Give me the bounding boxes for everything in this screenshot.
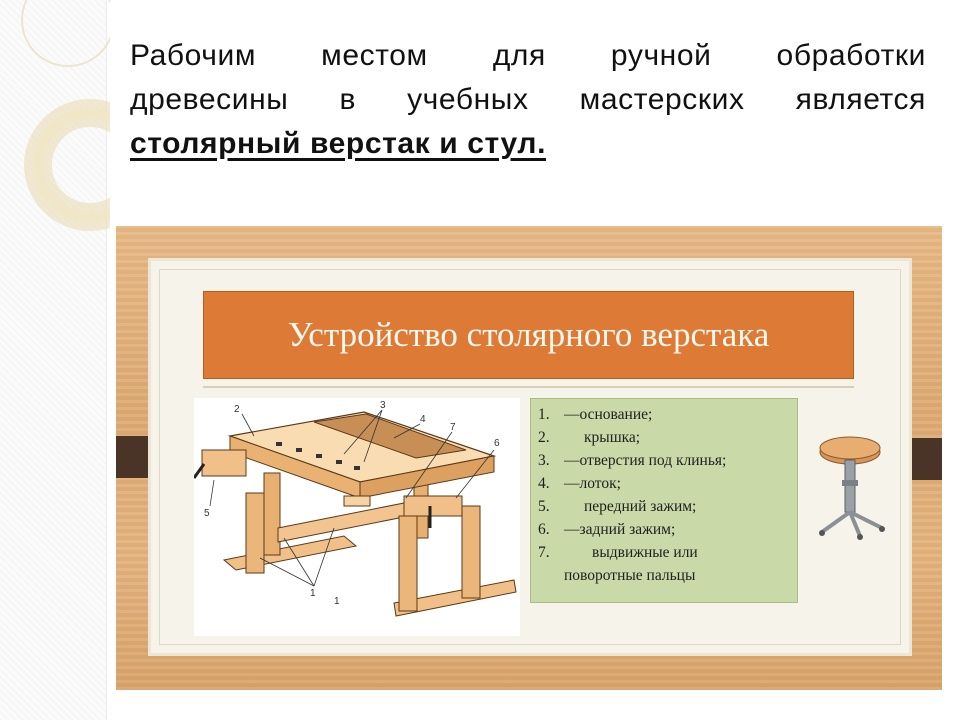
intro-line-3-emphasis: столярный верстак и стул.	[130, 127, 547, 160]
slide-title: Устройство столярного верстака	[287, 315, 770, 354]
diagram-label-6: 6	[494, 438, 500, 449]
diagram-label-5: 5	[204, 508, 210, 519]
title-divider	[203, 386, 854, 388]
legend-text: —лоток;	[564, 475, 621, 492]
intro-text: Рабочим местом для ручной обработки древ…	[130, 34, 926, 166]
legend-number: 6.	[538, 521, 550, 538]
legend-text: —задний зажим;	[564, 521, 676, 538]
intro-line-1: Рабочим местом для ручной обработки	[130, 39, 926, 72]
diagram-label-4: 4	[420, 414, 426, 425]
legend-number: 2.	[538, 429, 550, 446]
legend-text: выдвижные или	[592, 544, 698, 561]
legend-item: 5. передний зажим;	[538, 495, 791, 518]
diagram-label-3: 3	[380, 400, 386, 411]
workbench-diagram: 1 2 3 4 5 6 7 1	[192, 398, 520, 636]
legend-item: 7. выдвижные или	[538, 541, 791, 564]
workbench-illustration-icon: 1 2 3 4 5 6 7 1	[192, 400, 517, 617]
decorative-rings-icon	[21, 0, 110, 231]
legend-item: 3. —отверстия под клинья;	[538, 449, 791, 472]
workbench-parts-legend: 1. —основание; 2. крышка; 3. —отверстия …	[530, 398, 798, 603]
diagram-label-1: 1	[310, 588, 316, 599]
diagram-label-2: 2	[234, 404, 240, 415]
legend-text: передний зажим;	[584, 498, 697, 515]
legend-number: 7.	[538, 544, 550, 561]
legend-number: 5.	[538, 498, 550, 515]
diagram-label-1b: 1	[334, 596, 340, 607]
legend-item: поворотные пальцы	[538, 564, 791, 587]
diagram-label-7: 7	[450, 422, 456, 433]
stool-icon	[819, 436, 885, 540]
legend-number: 1.	[538, 406, 550, 423]
legend-text: —основание;	[564, 406, 653, 423]
legend-item: 2. крышка;	[538, 426, 791, 449]
legend-number: 4.	[538, 475, 550, 492]
legend-text: поворотные пальцы	[564, 567, 696, 584]
legend-item: 6. —задний зажим;	[538, 518, 791, 541]
legend-item: 4. —лоток;	[538, 472, 791, 495]
legend-text: —отверстия под клинья;	[564, 452, 727, 469]
legend-number: 3.	[538, 452, 550, 469]
legend-item: 1. —основание;	[538, 403, 791, 426]
intro-line-2: древесины в учебных мастерских является	[130, 83, 926, 116]
legend-text: крышка;	[584, 429, 641, 446]
slide-frame-border	[159, 269, 901, 645]
slide-title-bar: Устройство столярного верстака	[203, 291, 854, 379]
